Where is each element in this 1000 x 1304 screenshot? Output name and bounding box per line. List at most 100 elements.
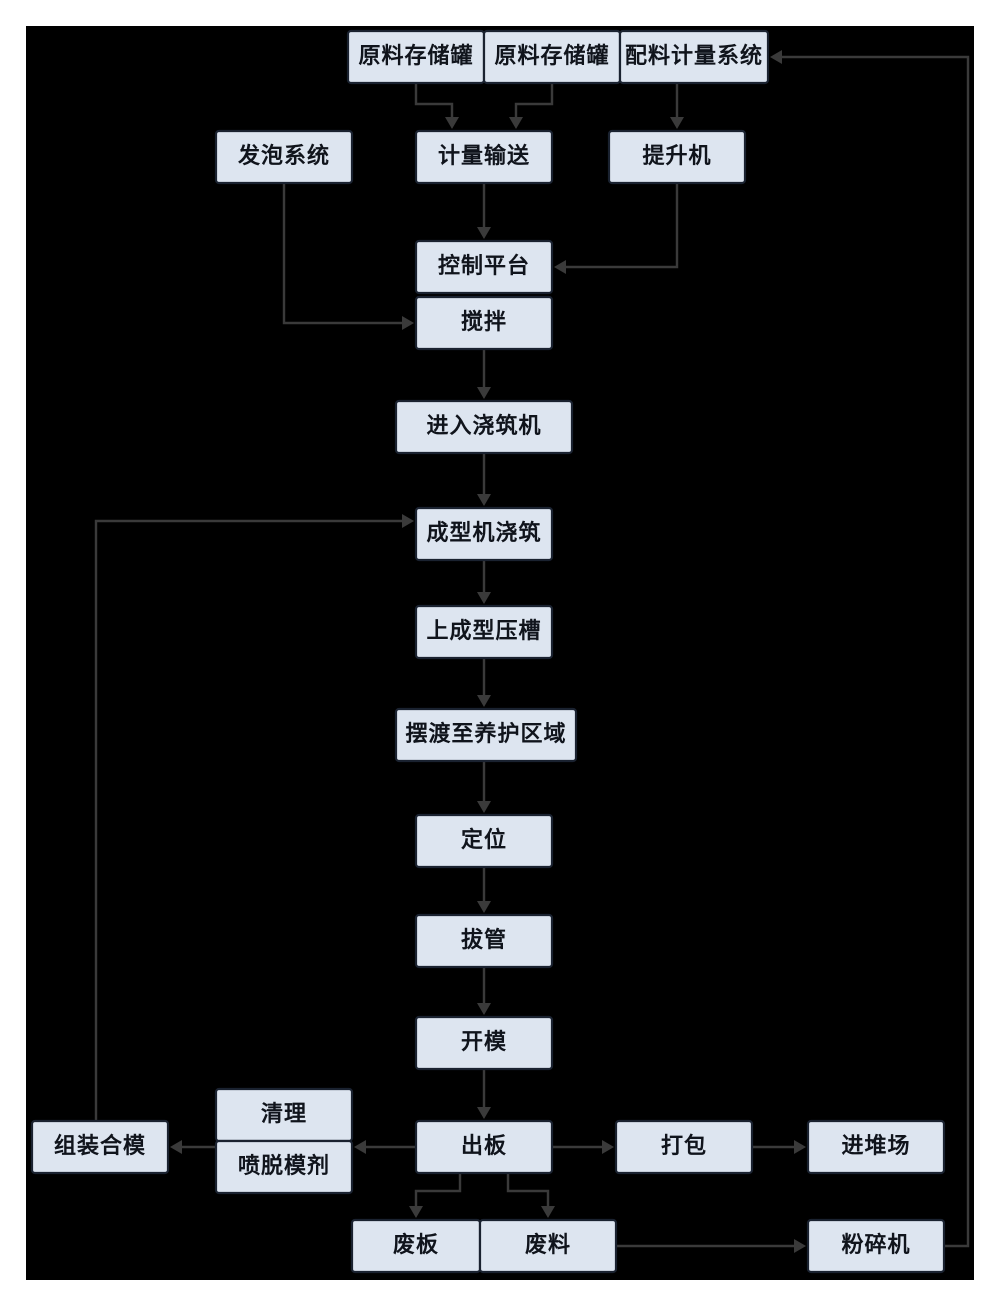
- flow-node-box[interactable]: [414, 295, 554, 351]
- flow-node-label: 原料存储罐: [358, 43, 473, 68]
- flow-node-label: 打包: [661, 1133, 707, 1158]
- flow-node-box[interactable]: [414, 129, 554, 185]
- arrow-head-icon: [602, 1140, 614, 1154]
- flow-edge: [477, 453, 491, 506]
- flow-node-box[interactable]: [607, 129, 747, 185]
- flow-node[interactable]: 配料计量系统: [618, 29, 770, 85]
- flow-edge: [477, 349, 491, 399]
- arrow-head-icon: [770, 50, 782, 64]
- flow-node-label: 提升机: [642, 143, 711, 168]
- flow-node[interactable]: 控制平台: [414, 239, 554, 295]
- flow-node-box[interactable]: [614, 1119, 754, 1175]
- flow-node-box[interactable]: [618, 29, 770, 85]
- arrow-head-icon: [794, 1140, 806, 1154]
- flow-edge: [477, 183, 491, 239]
- arrow-head-icon: [477, 1003, 491, 1015]
- flow-edge: [770, 50, 970, 1248]
- flow-node-label: 废料: [525, 1232, 571, 1257]
- flow-node[interactable]: 上成型压槽: [414, 604, 554, 660]
- flow-node[interactable]: 拔管: [414, 913, 554, 969]
- arrow-head-icon: [794, 1239, 806, 1253]
- flow-node[interactable]: 计量输送: [414, 129, 554, 185]
- flow-node[interactable]: 喷脱模剂: [214, 1139, 354, 1195]
- flow-edge: [477, 658, 491, 707]
- flow-node-label: 进堆场: [841, 1133, 910, 1158]
- arrow-head-icon: [477, 901, 491, 913]
- arrow-head-icon: [477, 592, 491, 604]
- flow-node[interactable]: 成型机浇筑: [414, 506, 554, 562]
- flow-node[interactable]: 发泡系统: [214, 129, 354, 185]
- flow-node[interactable]: 原料存储罐: [346, 29, 486, 85]
- arrow-head-icon: [354, 1140, 366, 1154]
- flow-node-box[interactable]: [414, 506, 554, 562]
- flow-edge: [282, 183, 414, 330]
- flow-edge: [509, 83, 554, 129]
- flow-node[interactable]: 原料存储罐: [482, 29, 622, 85]
- flow-node[interactable]: 组装合模: [30, 1119, 170, 1175]
- flow-edge: [752, 1140, 806, 1154]
- flow-edge: [94, 514, 414, 1121]
- flow-node-box[interactable]: [394, 707, 578, 763]
- flow-node[interactable]: 粉碎机: [806, 1218, 946, 1274]
- flow-node-box[interactable]: [214, 1139, 354, 1195]
- arrow-head-icon: [477, 695, 491, 707]
- flow-node[interactable]: 废板: [350, 1218, 482, 1274]
- arrow-head-icon: [477, 227, 491, 239]
- flow-node-box[interactable]: [394, 399, 574, 455]
- flow-node-box[interactable]: [414, 604, 554, 660]
- arrow-head-icon: [409, 1206, 423, 1218]
- nodes-layer: 原料存储罐原料存储罐配料计量系统发泡系统计量输送提升机控制平台搅拌进入浇筑机成型…: [30, 29, 946, 1274]
- flow-node[interactable]: 进堆场: [806, 1119, 946, 1175]
- flow-edge: [354, 1140, 416, 1154]
- arrow-head-icon: [670, 117, 684, 129]
- flow-node-label: 控制平台: [438, 253, 530, 278]
- flow-edge: [616, 1239, 806, 1253]
- flow-edge: [477, 967, 491, 1015]
- flow-node[interactable]: 进入浇筑机: [394, 399, 574, 455]
- flow-node[interactable]: 出板: [414, 1119, 554, 1175]
- flow-node-box[interactable]: [414, 813, 554, 869]
- flow-node[interactable]: 清理: [214, 1087, 354, 1143]
- flow-node[interactable]: 定位: [414, 813, 554, 869]
- flow-node[interactable]: 打包: [614, 1119, 754, 1175]
- flow-edge: [414, 83, 459, 129]
- flow-node-box[interactable]: [414, 239, 554, 295]
- flow-node-box[interactable]: [806, 1119, 946, 1175]
- flow-node-box[interactable]: [478, 1218, 618, 1274]
- flow-node-box[interactable]: [30, 1119, 170, 1175]
- flow-node-box[interactable]: [414, 1015, 554, 1071]
- flow-node-box[interactable]: [806, 1218, 946, 1274]
- flow-node-box[interactable]: [414, 913, 554, 969]
- arrow-head-icon: [402, 316, 414, 330]
- flow-node[interactable]: 摆渡至养护区域: [394, 707, 578, 763]
- flow-node[interactable]: 废料: [478, 1218, 618, 1274]
- flow-node-label: 粉碎机: [841, 1232, 910, 1257]
- arrow-head-icon: [509, 117, 523, 129]
- flow-edge: [670, 83, 684, 129]
- arrow-head-icon: [477, 801, 491, 813]
- flow-edge: [477, 761, 491, 813]
- arrow-head-icon: [402, 514, 414, 528]
- flow-node-label: 喷脱模剂: [238, 1153, 330, 1178]
- flow-edge: [170, 1140, 216, 1154]
- flow-node-box[interactable]: [214, 129, 354, 185]
- flow-node-label: 原料存储罐: [494, 43, 609, 68]
- flow-node-label: 组装合模: [54, 1133, 146, 1158]
- flow-node-label: 摆渡至养护区域: [405, 721, 566, 746]
- arrow-head-icon: [477, 1107, 491, 1119]
- edges-layer: [94, 50, 970, 1253]
- flow-node-label: 定位: [461, 827, 507, 852]
- flow-node[interactable]: 提升机: [607, 129, 747, 185]
- flow-node-label: 上成型压槽: [426, 618, 541, 643]
- flow-node-label: 出板: [461, 1133, 507, 1158]
- flow-node-label: 计量输送: [438, 143, 530, 168]
- flow-node-label: 搅拌: [461, 309, 507, 334]
- flow-node-box[interactable]: [414, 1119, 554, 1175]
- flow-edge: [477, 867, 491, 913]
- flow-node[interactable]: 开模: [414, 1015, 554, 1071]
- flow-node[interactable]: 搅拌: [414, 295, 554, 351]
- arrow-head-icon: [170, 1140, 182, 1154]
- arrow-head-icon: [445, 117, 459, 129]
